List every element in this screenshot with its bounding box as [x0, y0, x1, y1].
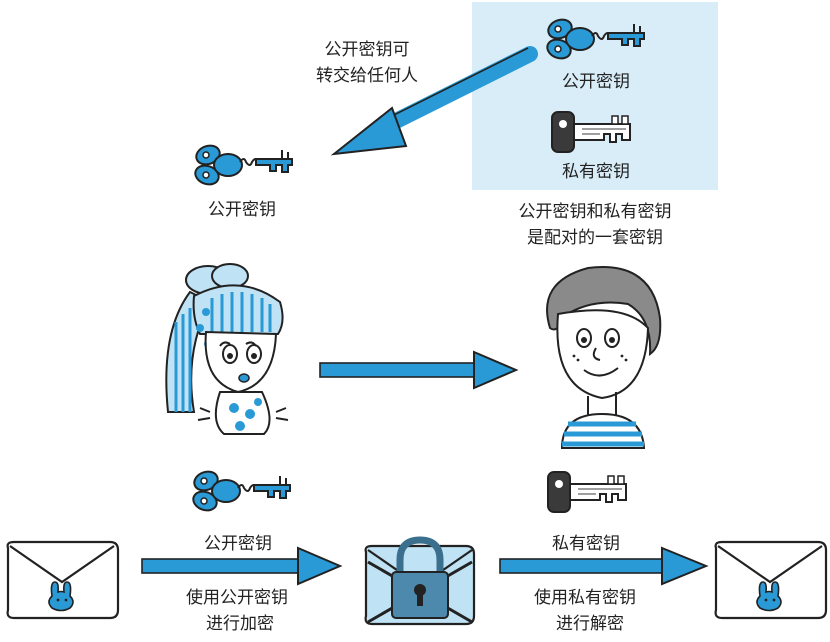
pair-note-line1: 公开密钥和私有密钥: [518, 202, 672, 222]
transfer-note-line2: 转交给任何人: [316, 66, 418, 86]
received-public-key-label: 公开密钥: [208, 200, 276, 220]
boy-character: [546, 266, 662, 449]
plain-envelope-icon: [6, 540, 120, 620]
locked-envelope-icon: [364, 536, 476, 626]
encrypt-note-line2: 进行加密: [206, 614, 274, 634]
encrypt-arrow: [141, 546, 343, 586]
received-public-key-icon: [191, 141, 293, 189]
girl-character: [165, 263, 289, 435]
panel-private-key-label: 私有密钥: [562, 162, 630, 182]
step-private-key-icon: [547, 471, 627, 513]
encrypt-note-line1: 使用公开密钥: [186, 588, 288, 608]
step-private-key-label: 私有密钥: [552, 534, 620, 554]
transfer-arrow: [330, 46, 538, 156]
step-public-key-icon: [189, 467, 291, 515]
send-arrow: [319, 350, 519, 390]
decrypt-note-line2: 进行解密: [556, 614, 624, 634]
step-public-key-label: 公开密钥: [204, 534, 272, 554]
public-key-icon: [543, 15, 645, 63]
pair-note-line2: 是配对的一套密钥: [527, 228, 663, 248]
transfer-note-line1: 公开密钥可: [324, 40, 410, 60]
decrypt-note-line1: 使用私有密钥: [534, 588, 636, 608]
decrypted-envelope-icon: [714, 540, 828, 620]
private-key-icon: [551, 111, 631, 153]
decrypt-arrow: [499, 546, 709, 586]
panel-public-key-label: 公开密钥: [562, 72, 630, 92]
